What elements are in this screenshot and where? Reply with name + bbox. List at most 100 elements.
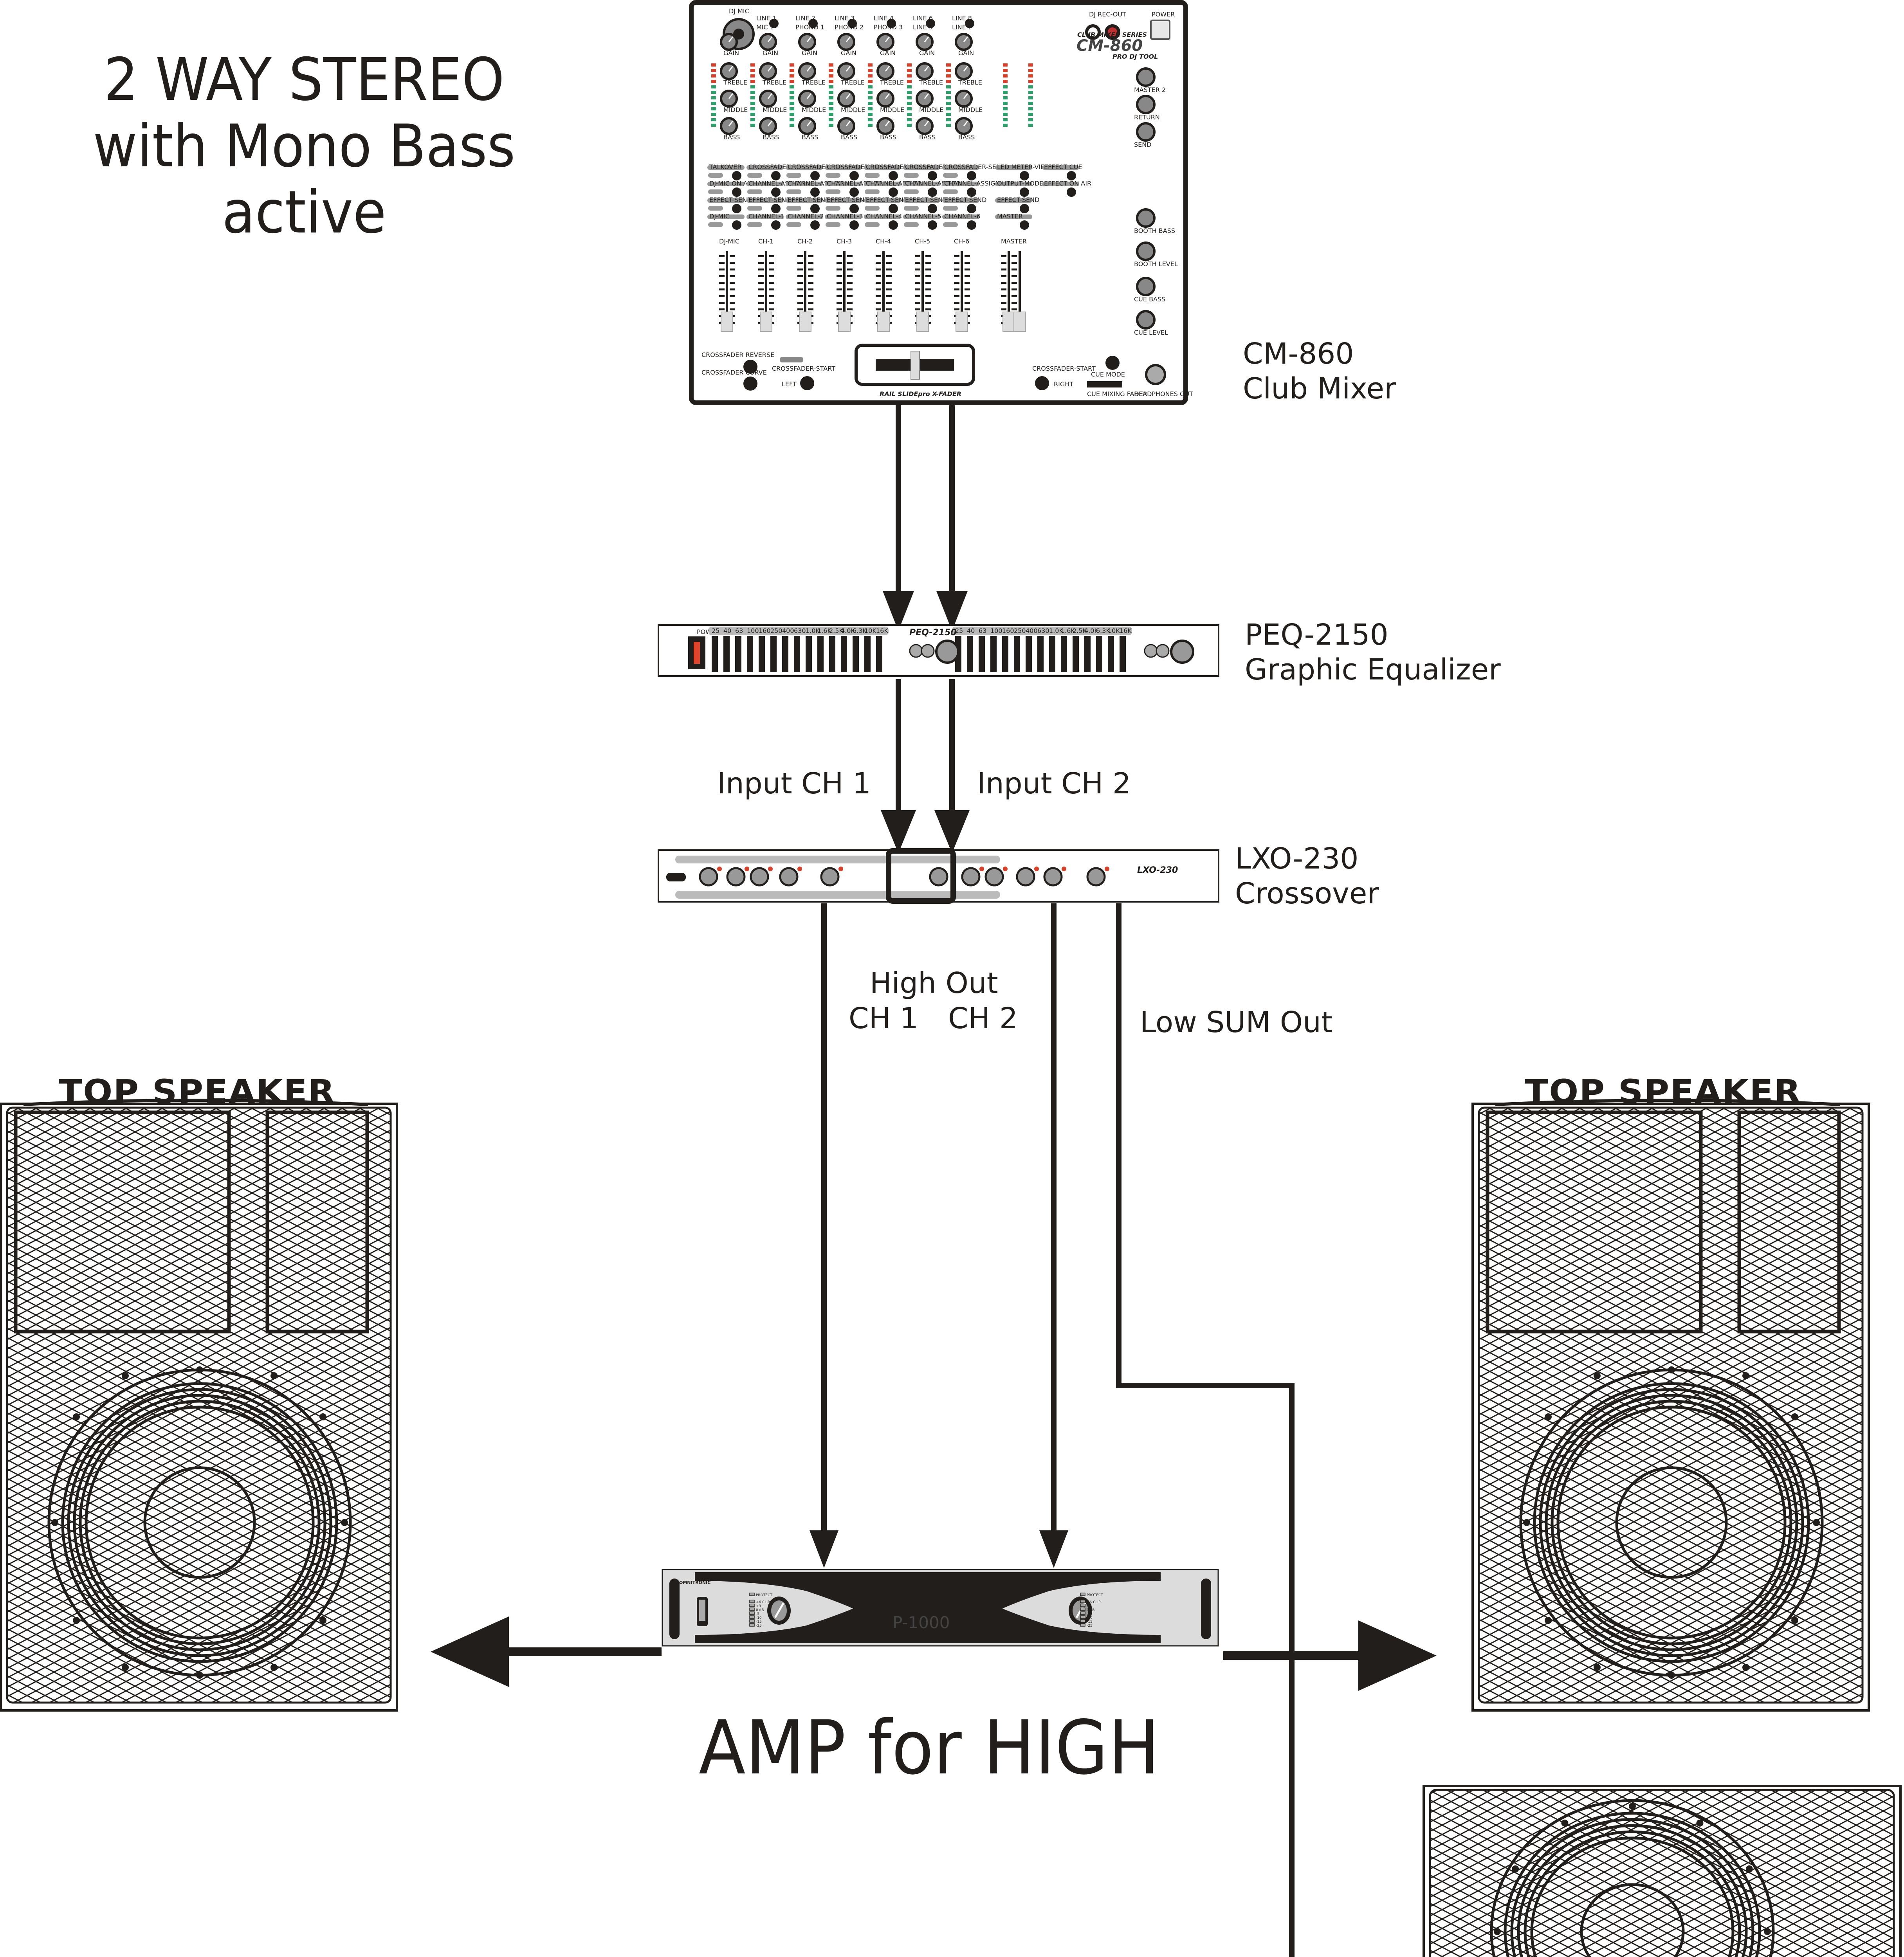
input-select-button[interactable]	[887, 19, 896, 28]
channel-button[interactable]	[810, 171, 820, 180]
master-knob[interactable]	[1136, 208, 1156, 228]
channel-button[interactable]	[849, 220, 859, 230]
channel-button[interactable]	[810, 220, 820, 230]
eq-band-slider[interactable]	[853, 636, 859, 672]
channel-button[interactable]	[967, 187, 976, 197]
master-knob[interactable]	[1136, 122, 1156, 142]
eq-band-slider[interactable]	[876, 636, 882, 672]
channel-button[interactable]	[889, 171, 898, 180]
master-button[interactable]	[1067, 187, 1076, 197]
eq-band-slider[interactable]	[1049, 636, 1055, 672]
channel-fader-knob[interactable]	[838, 312, 851, 332]
eq-band-slider[interactable]	[1120, 636, 1126, 672]
crossover-knob[interactable]	[820, 867, 840, 887]
eq-band-slider[interactable]	[1014, 636, 1020, 672]
channel-button[interactable]	[967, 220, 976, 230]
eq-band-slider[interactable]	[770, 636, 777, 672]
eq-band-slider[interactable]	[782, 636, 788, 672]
channel-button[interactable]	[928, 220, 937, 230]
cue-mixing-fader[interactable]	[1087, 381, 1122, 387]
eq-band-slider[interactable]	[967, 636, 973, 672]
master-fader-knob[interactable]	[1013, 312, 1026, 332]
crossover-knob[interactable]	[1016, 867, 1035, 887]
channel-fader-knob[interactable]	[916, 312, 929, 332]
master-button[interactable]	[1020, 204, 1029, 213]
crossfader-start-left-button[interactable]	[800, 376, 814, 390]
crossover-knob[interactable]	[1086, 867, 1106, 887]
channel-button[interactable]	[732, 220, 741, 230]
eq-band-slider[interactable]	[841, 636, 847, 672]
channel-button[interactable]	[849, 187, 859, 197]
crossfader-start-left-switch[interactable]	[780, 357, 803, 362]
crossfader-reverse-button[interactable]	[743, 360, 757, 374]
input-select-button[interactable]	[847, 19, 857, 28]
eq-band-slider[interactable]	[1084, 636, 1091, 672]
input-select-button[interactable]	[769, 19, 779, 28]
channel-fader-knob[interactable]	[956, 312, 968, 332]
eq-band-slider[interactable]	[712, 636, 718, 672]
channel-button[interactable]	[771, 171, 781, 180]
channel-button[interactable]	[967, 204, 976, 213]
eq-band-slider[interactable]	[735, 636, 741, 672]
crossover-knob[interactable]	[1043, 867, 1063, 887]
master-knob[interactable]	[1136, 241, 1156, 261]
master-button[interactable]	[1067, 171, 1076, 180]
limiter-threshold-knob[interactable]	[929, 867, 948, 887]
crossfader-knob[interactable]	[911, 351, 920, 380]
crossover-knob[interactable]	[779, 867, 799, 887]
channel-fader-knob[interactable]	[799, 312, 811, 332]
channel-button[interactable]	[928, 204, 937, 213]
channel-button[interactable]	[810, 187, 820, 197]
channel-button[interactable]	[771, 187, 781, 197]
crossfader-curve-button[interactable]	[743, 377, 757, 391]
eq-band-slider[interactable]	[1073, 636, 1079, 672]
eq-band-slider[interactable]	[979, 636, 985, 672]
channel-button[interactable]	[889, 187, 898, 197]
eq-band-slider[interactable]	[829, 636, 835, 672]
eq-range-ch1-button[interactable]	[909, 644, 923, 658]
channel-button[interactable]	[732, 187, 741, 197]
eq-band-slider[interactable]	[1061, 636, 1067, 672]
eq-band-slider[interactable]	[1037, 636, 1044, 672]
master-button[interactable]	[1020, 220, 1029, 230]
channel-fader-knob[interactable]	[1002, 312, 1015, 332]
channel-button[interactable]	[928, 187, 937, 197]
crossover-knob[interactable]	[984, 867, 1004, 887]
input-select-button[interactable]	[965, 19, 974, 28]
power-button[interactable]	[1150, 20, 1170, 40]
eq-band-slider[interactable]	[723, 636, 730, 672]
crossfader-start-right-button[interactable]	[1035, 376, 1049, 390]
eq-level-ch2-knob[interactable]	[1170, 640, 1194, 664]
eq-band-slider[interactable]	[806, 636, 812, 672]
eq-range-ch2-button[interactable]	[1144, 644, 1158, 658]
channel-button[interactable]	[928, 171, 937, 180]
eq-band-slider[interactable]	[794, 636, 800, 672]
crossover-knob[interactable]	[750, 867, 769, 887]
channel-button[interactable]	[889, 220, 898, 230]
eq-power-switch[interactable]	[688, 636, 705, 669]
master-knob[interactable]	[1136, 95, 1156, 114]
master-knob[interactable]	[1136, 67, 1156, 87]
crossover-knob[interactable]	[726, 867, 746, 887]
channel-fader-knob[interactable]	[877, 312, 890, 332]
cue-mode-button[interactable]	[1105, 356, 1120, 370]
channel-button[interactable]	[771, 220, 781, 230]
input-select-button[interactable]	[808, 19, 818, 28]
channel-fader-knob[interactable]	[760, 312, 772, 332]
crossover-knob[interactable]	[961, 867, 981, 887]
channel-button[interactable]	[849, 171, 859, 180]
eq-bypass-ch2-button[interactable]	[1156, 644, 1170, 658]
eq-level-ch1-knob[interactable]	[935, 640, 959, 664]
master-button[interactable]	[1020, 171, 1029, 180]
eq-band-slider[interactable]	[817, 636, 824, 672]
channel-button[interactable]	[889, 204, 898, 213]
eq-band-slider[interactable]	[747, 636, 753, 672]
crossover-knob[interactable]	[699, 867, 718, 887]
channel-button[interactable]	[732, 204, 741, 213]
eq-band-slider[interactable]	[1026, 636, 1032, 672]
eq-band-slider[interactable]	[990, 636, 997, 672]
channel-button[interactable]	[771, 204, 781, 213]
eq-bypass-ch1-button[interactable]	[921, 644, 935, 658]
eq-band-slider[interactable]	[759, 636, 765, 672]
input-select-button[interactable]	[926, 19, 935, 28]
